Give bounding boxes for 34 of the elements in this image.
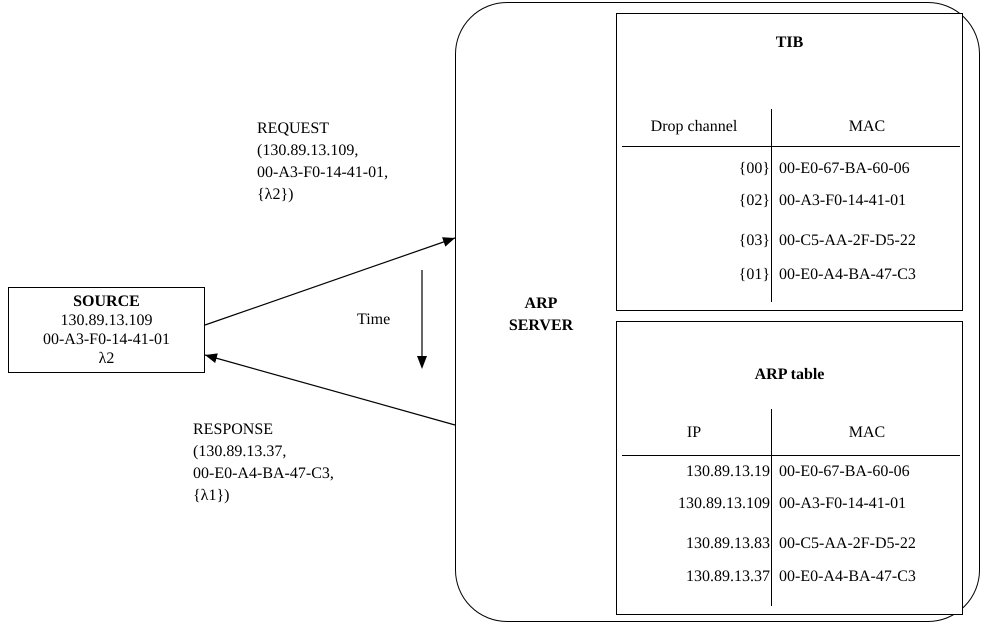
- column-header: MAC: [848, 424, 886, 442]
- table-cell: 130.89.13.37: [686, 568, 770, 586]
- server-label: ARP SERVER: [508, 294, 574, 336]
- table-cell: 00-A3-F0-14-41-01: [779, 192, 906, 210]
- table-cell: 130.89.13.19: [686, 463, 770, 481]
- table-cell: {03}: [738, 232, 770, 250]
- table-cell: 00-E0-67-BA-60-06: [779, 463, 910, 481]
- table-title: ARP table: [754, 366, 826, 384]
- arrow: [204, 237, 456, 326]
- table-cell: 00-C5-AA-2F-D5-22: [779, 232, 916, 250]
- table-cell: 00-E0-67-BA-60-06: [779, 160, 910, 178]
- arrow: [204, 353, 456, 426]
- table-cell: 00-E0-A4-BA-47-C3: [779, 568, 916, 586]
- server-outline: [455, 2, 980, 622]
- column-header: MAC: [848, 118, 886, 136]
- table-title: TIB: [774, 34, 804, 52]
- table-box: [616, 321, 963, 615]
- table-cell: 00-A3-F0-14-41-01: [779, 495, 906, 513]
- box-title: SOURCE: [73, 292, 140, 311]
- table-cell: 00-C5-AA-2F-D5-22: [779, 535, 916, 553]
- box-text: λ2: [98, 349, 114, 368]
- source-box: [8, 287, 205, 373]
- box-text: 00-A3-F0-14-41-01: [42, 330, 170, 349]
- table-cell: 00-E0-A4-BA-47-C3: [779, 266, 916, 284]
- column-header: Drop channel: [650, 118, 738, 136]
- table-cell: 130.89.13.83: [686, 535, 770, 553]
- table-cell: 130.89.13.109: [678, 495, 770, 513]
- box-text: 130.89.13.109: [60, 311, 152, 330]
- table-cell: {01}: [738, 266, 770, 284]
- table-box: [616, 13, 963, 311]
- axis-label: Time: [357, 311, 390, 329]
- table-cell: {00}: [738, 160, 770, 178]
- table-cell: {02}: [738, 192, 770, 210]
- column-header: IP: [686, 424, 702, 442]
